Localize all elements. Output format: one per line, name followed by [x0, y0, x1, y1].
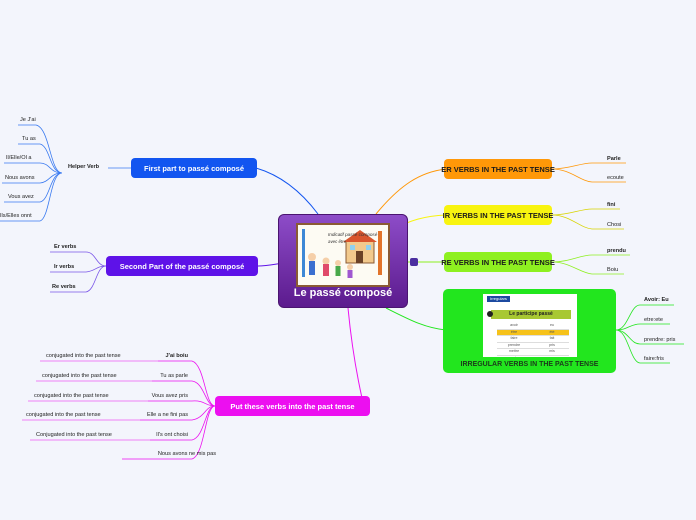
helper-item[interactable]: Nous avons — [5, 175, 35, 181]
second-item[interactable]: Er verbs — [54, 244, 77, 250]
thumbnail-row: mettre mis — [497, 349, 569, 356]
put-item-answer[interactable]: J'ai boiu — [165, 353, 188, 359]
thumbnail-row: être été — [497, 329, 569, 337]
first-part-node[interactable]: First part to passé composé — [131, 158, 257, 178]
helper-item[interactable]: Ils/Elles onnt — [0, 213, 32, 219]
thumbnail-cell: pris — [549, 342, 555, 347]
er-item[interactable]: Parle — [607, 156, 621, 162]
thumbnail-tab: Irregulars — [487, 296, 510, 302]
thumbnail-cell: être — [510, 329, 518, 334]
second-item[interactable]: Re verbs — [52, 284, 76, 290]
image-caption-line2: avec être — [328, 239, 347, 244]
irregular-verbs-label: IRREGULAR VERBS IN THE PAST TENSE — [460, 361, 599, 368]
thumbnail-bullet-icon — [487, 311, 493, 317]
thumbnail-row: avoir eu — [497, 323, 569, 330]
helper-verb-node[interactable]: Helper Verb — [68, 164, 100, 170]
thumbnail-cell: mettre — [508, 349, 520, 354]
re-item[interactable]: Boiu — [607, 267, 619, 273]
put-item-answer[interactable]: Il's ont choisi — [156, 432, 188, 438]
thumbnail-cell: fait — [549, 336, 555, 341]
ir-item[interactable]: Chosi — [607, 222, 622, 228]
thumbnail-cell: été — [549, 329, 555, 334]
helper-item[interactable]: Tu as — [22, 136, 36, 142]
irregular-item[interactable]: prendre: pris — [644, 337, 676, 343]
put-item-note[interactable]: conjugated into the past tense — [26, 412, 101, 418]
thumbnail-cell: eu — [550, 323, 554, 327]
thumbnail-row: prendre pris — [497, 343, 569, 350]
re-verbs-node[interactable]: RE VERBS IN THE PAST TENSE — [441, 252, 555, 272]
put-item-note[interactable]: conjugated into the past tense — [34, 393, 109, 399]
er-verbs-node[interactable]: ER VERBS IN THE PAST TENSE — [441, 159, 555, 179]
irregular-item[interactable]: faire:fris — [644, 356, 664, 362]
put-item-answer[interactable]: Vous avez pris — [151, 393, 188, 399]
irregular-verbs-image: Irregulars Le participe passé avoir eu êtr… — [483, 294, 577, 357]
put-item-answer[interactable]: Tu as parle — [160, 373, 188, 379]
er-item[interactable]: ecoute — [607, 175, 624, 181]
put-item-note[interactable]: conjugated into the past tense — [46, 353, 121, 359]
irregular-item[interactable]: etre:ete — [644, 317, 663, 323]
irregular-item[interactable]: Avoir: Eu — [644, 297, 669, 303]
classroom-illustration-icon — [298, 225, 388, 285]
thumbnail-cell: faire — [510, 336, 518, 341]
thumbnail-cell: vu — [535, 356, 569, 357]
put-item-note[interactable]: conjugated into the past tense — [42, 373, 117, 379]
image-caption-line1: Indicatif passé composé — [328, 232, 378, 237]
ir-verbs-node[interactable]: IR VERBS IN THE PAST TENSE — [443, 205, 553, 225]
irregular-verbs-node[interactable]: Irregulars Le participe passé avoir eu êtr… — [443, 289, 616, 373]
second-item[interactable]: Ir verbs — [54, 264, 75, 270]
second-part-node[interactable]: Second Part of the passé composé — [106, 256, 258, 276]
thumbnail-row: voir vu — [497, 356, 569, 357]
put-item-answer[interactable]: Nous avons ne mis pas — [157, 451, 216, 457]
thumbnail-banner: Le participe passé — [491, 310, 571, 319]
central-topic-image: Indicatif passé composé avec être — [296, 223, 390, 287]
thumbnail-table: avoir eu être été faire fait prendre pris mettre… — [497, 323, 569, 357]
put-verbs-node[interactable]: Put these verbs into the past tense — [215, 396, 370, 416]
put-item-answer[interactable]: Elle a ne fini pas — [146, 412, 188, 418]
re-item[interactable]: prendu — [607, 248, 626, 254]
put-item-note[interactable]: Conjugated into the past tense — [36, 432, 112, 438]
thumbnail-cell: avoir — [510, 323, 518, 327]
collapse-toggle-icon[interactable] — [410, 258, 418, 266]
helper-item[interactable]: Il/Elle/Ol a — [6, 155, 32, 161]
thumbnail-row: faire fait — [497, 336, 569, 343]
thumbnail-cell: prendre — [507, 342, 521, 347]
central-topic[interactable]: Indicatif passé composé avec être Le pas… — [278, 214, 408, 308]
helper-item[interactable]: Je J'ai — [20, 117, 36, 123]
central-topic-title: Le passé composé — [293, 287, 393, 299]
thumbnail-cell: voir — [497, 356, 531, 357]
thumbnail-cell: mis — [549, 349, 555, 354]
helper-item[interactable]: Vous avez — [8, 194, 34, 200]
ir-item[interactable]: fini — [607, 202, 616, 208]
